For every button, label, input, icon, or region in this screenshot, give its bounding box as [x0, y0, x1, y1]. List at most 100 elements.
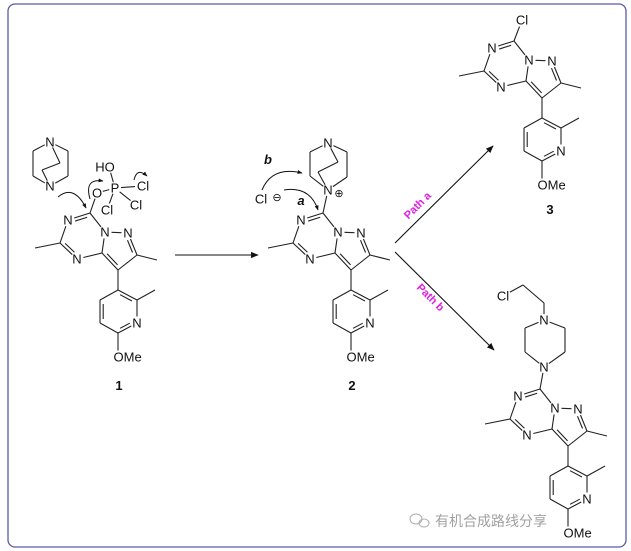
watermark: 有机合成路线分享 — [409, 513, 547, 530]
chlorine-atom: Cl — [516, 13, 528, 28]
dabco-nitrogen: N — [323, 136, 332, 151]
bond — [350, 254, 371, 271]
bond — [586, 430, 608, 437]
bond — [483, 70, 497, 83]
double-bond-line — [530, 81, 542, 94]
bond — [117, 325, 132, 334]
bond — [307, 212, 324, 219]
bond — [509, 401, 517, 420]
dabco-nitrogen: N — [45, 179, 54, 194]
bond — [32, 144, 45, 152]
nitrogen-atom: N — [524, 53, 533, 68]
bond — [533, 428, 553, 435]
phosphorus-atom: P — [111, 181, 120, 196]
bond — [524, 351, 540, 364]
compound-1-label: 1 — [115, 378, 122, 393]
bond — [110, 172, 114, 183]
bond — [129, 238, 138, 256]
bond — [59, 242, 73, 255]
bond — [586, 465, 606, 477]
nitrogen-atom: N — [556, 144, 565, 159]
double-bond-line — [126, 240, 134, 253]
double-bond-line — [556, 429, 568, 442]
double-bond-line — [576, 416, 584, 429]
bond — [317, 161, 339, 173]
bond — [119, 191, 131, 202]
bond — [120, 186, 136, 189]
bond — [541, 117, 562, 129]
methoxy-group: OMe — [114, 350, 142, 365]
bond — [539, 372, 544, 390]
bond — [330, 148, 339, 163]
bond — [513, 40, 526, 56]
nitrogen-atom: N — [132, 316, 141, 331]
bond — [509, 418, 523, 431]
arrow-path-a — [394, 145, 494, 244]
bonds — [32, 26, 608, 527]
bond — [553, 66, 562, 84]
bond — [55, 144, 69, 152]
bond — [525, 80, 543, 99]
bond — [108, 193, 114, 204]
bond — [362, 238, 371, 256]
wechat-icon — [409, 513, 430, 528]
double-bond-line — [297, 243, 308, 253]
oxygen-atom: O — [92, 186, 102, 201]
nitrogen-atom: N — [365, 316, 374, 331]
chlorine-atom: Cl — [130, 198, 142, 213]
bond — [89, 198, 96, 214]
bond — [541, 153, 556, 162]
bond — [332, 322, 352, 334]
double-bond-line — [488, 71, 499, 81]
bond — [322, 195, 328, 214]
nitrogen-atom: N — [72, 252, 81, 267]
bond — [102, 189, 110, 192]
hydroxyl-group: HO — [95, 160, 115, 175]
nitrogen-atom: N — [573, 402, 582, 417]
bond — [350, 325, 365, 334]
nitrogen-atom: N — [547, 54, 556, 69]
bond — [334, 238, 338, 254]
bond — [89, 212, 102, 228]
double-bond-line — [352, 294, 366, 302]
bond — [525, 66, 529, 82]
nitrogen-atom: N — [296, 213, 305, 228]
bond — [317, 171, 326, 186]
bond — [567, 465, 588, 477]
chlorine-atom: Cl — [101, 203, 113, 218]
bond — [332, 289, 352, 301]
arrow-path-b — [394, 251, 495, 351]
double-bond-line — [352, 322, 364, 329]
bond — [539, 388, 552, 404]
nitrogen-atom: N — [356, 226, 365, 241]
bond — [507, 80, 527, 87]
bond — [101, 238, 105, 254]
nitrogen-atom: N — [550, 401, 559, 416]
double-bond-line — [74, 216, 88, 222]
methoxy-group: OMe — [538, 178, 566, 193]
watermark-text: 有机合成路线分享 — [435, 513, 547, 530]
bond — [322, 212, 335, 228]
double-bond-line — [569, 498, 581, 505]
nitrogen-atom: N — [100, 225, 109, 240]
bond — [548, 351, 566, 364]
bond — [551, 428, 569, 447]
bond — [332, 176, 348, 188]
nitrogen-atom: N — [487, 41, 496, 56]
double-bond-line — [524, 392, 538, 398]
negative-charge: ⊖ — [272, 192, 281, 204]
curved-arrow-a — [283, 188, 319, 211]
bond — [316, 252, 336, 259]
piperazine-nitrogen: N — [539, 360, 548, 375]
bond — [567, 501, 582, 510]
bond — [524, 321, 539, 329]
bond — [522, 284, 545, 304]
bond — [350, 289, 371, 301]
bond — [334, 252, 352, 271]
methoxy-group: OMe — [564, 526, 592, 541]
double-bond-line — [543, 122, 557, 130]
arrow-label-a: a — [297, 193, 304, 208]
bond — [560, 117, 580, 129]
double-bond-line — [550, 68, 558, 81]
